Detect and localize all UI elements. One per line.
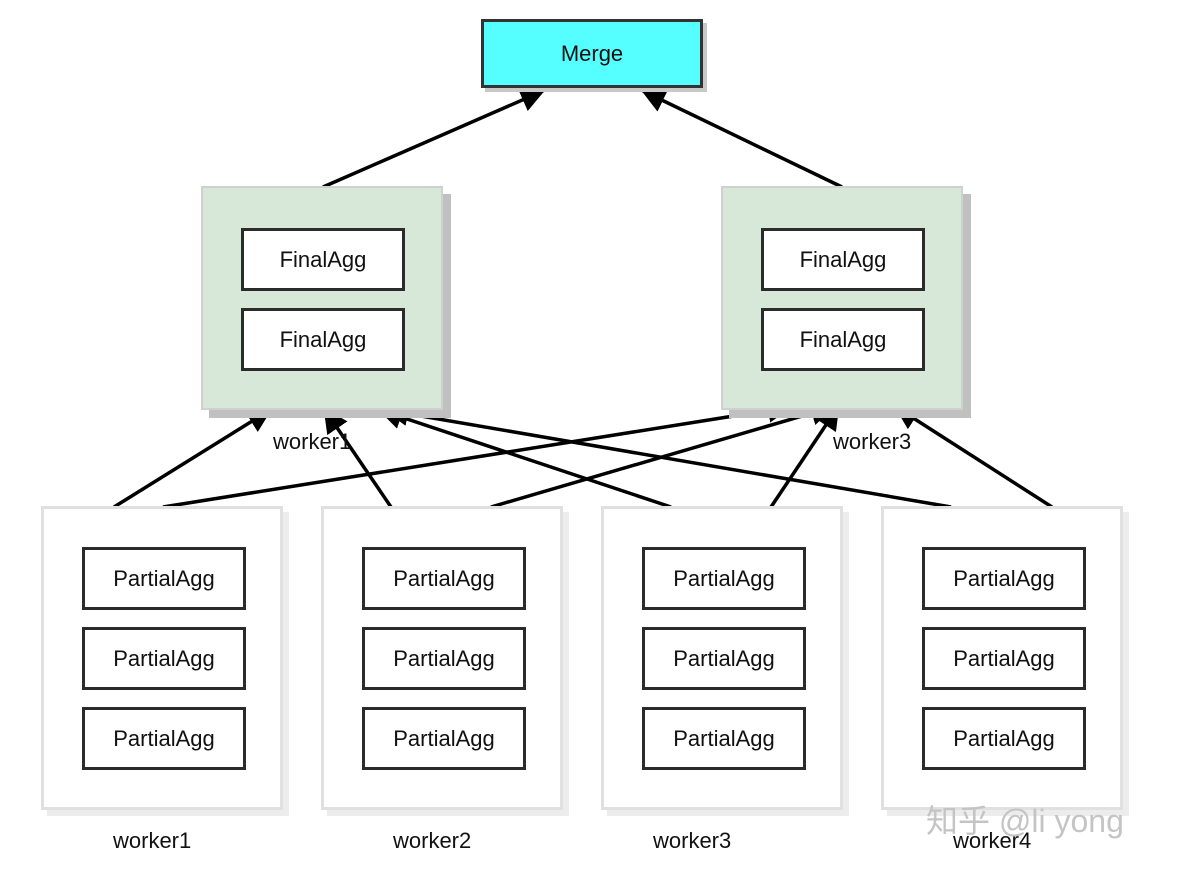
final-group-worker-label: worker3: [833, 429, 912, 454]
partial-group-worker3: PartialAgg PartialAgg PartialAgg: [601, 506, 843, 810]
partial-group-worker2: PartialAgg PartialAgg PartialAgg: [321, 506, 563, 810]
partial-agg-label: PartialAgg: [393, 725, 495, 751]
arrow-w3-to-final3: [769, 404, 840, 508]
partial-agg-node: PartialAgg: [642, 627, 806, 690]
partial-agg-node: PartialAgg: [922, 547, 1086, 610]
final-agg-node: FinalAgg: [761, 228, 925, 291]
partial-group-worker-label: worker1: [113, 828, 192, 853]
partial-agg-node: PartialAgg: [82, 627, 246, 690]
partial-agg-node: PartialAgg: [922, 707, 1086, 770]
final-agg-label: FinalAgg: [279, 326, 367, 352]
partial-agg-node: PartialAgg: [82, 707, 246, 770]
partial-agg-label: PartialAgg: [113, 725, 215, 751]
final-agg-node: FinalAgg: [241, 228, 405, 291]
partial-agg-node: PartialAgg: [82, 547, 246, 610]
partial-agg-label: PartialAgg: [953, 725, 1055, 751]
partial-agg-node: PartialAgg: [642, 547, 806, 610]
arrow-w4-to-final1: [383, 401, 952, 509]
partial-agg-node: PartialAgg: [362, 627, 526, 690]
partial-group-worker4: PartialAgg PartialAgg PartialAgg: [881, 506, 1123, 810]
arrow-w1-to-final1: [113, 408, 273, 509]
partial-group-worker-label: worker2: [393, 828, 472, 853]
final-agg-label: FinalAgg: [279, 246, 367, 272]
partial-agg-node: PartialAgg: [642, 707, 806, 770]
arrow-final3-to-merge: [640, 89, 843, 189]
final-group-worker-label: worker1: [273, 429, 352, 454]
partial-agg-label: PartialAgg: [393, 645, 495, 671]
merge-label: Merge: [560, 40, 624, 66]
partial-agg-label: PartialAgg: [113, 565, 215, 591]
partial-agg-node: PartialAgg: [922, 627, 1086, 690]
partial-agg-label: PartialAgg: [393, 565, 495, 591]
arrow-w4-to-final3: [893, 405, 1053, 509]
merge-node: Merge: [481, 19, 703, 88]
watermark-text: 知乎 @li yong: [926, 803, 1124, 839]
partial-group-worker-label: worker3: [653, 828, 732, 853]
final-group-worker1: FinalAgg FinalAgg: [201, 186, 443, 410]
arrow-w3-to-final1: [377, 405, 672, 509]
partial-agg-label: PartialAgg: [953, 645, 1055, 671]
final-agg-label: FinalAgg: [799, 326, 887, 352]
final-agg-label: FinalAgg: [799, 246, 887, 272]
final-agg-node: FinalAgg: [241, 308, 405, 371]
partial-agg-label: PartialAgg: [673, 565, 775, 591]
partial-agg-node: PartialAgg: [362, 547, 526, 610]
partial-agg-label: PartialAgg: [113, 645, 215, 671]
partial-group-worker1: PartialAgg PartialAgg PartialAgg: [41, 506, 283, 810]
arrow-w2-to-final3: [490, 401, 836, 509]
arrow-w2-to-final1: [323, 407, 393, 508]
partial-agg-label: PartialAgg: [673, 725, 775, 751]
final-agg-node: FinalAgg: [761, 308, 925, 371]
arrow-w1-to-final3: [162, 398, 793, 509]
partial-agg-label: PartialAgg: [953, 565, 1055, 591]
final-group-worker3: FinalAgg FinalAgg: [721, 186, 963, 410]
partial-agg-label: PartialAgg: [673, 645, 775, 671]
partial-group-worker-label: worker4: [953, 828, 1032, 853]
arrow-final1-to-merge: [322, 88, 546, 189]
partial-agg-node: PartialAgg: [362, 707, 526, 770]
